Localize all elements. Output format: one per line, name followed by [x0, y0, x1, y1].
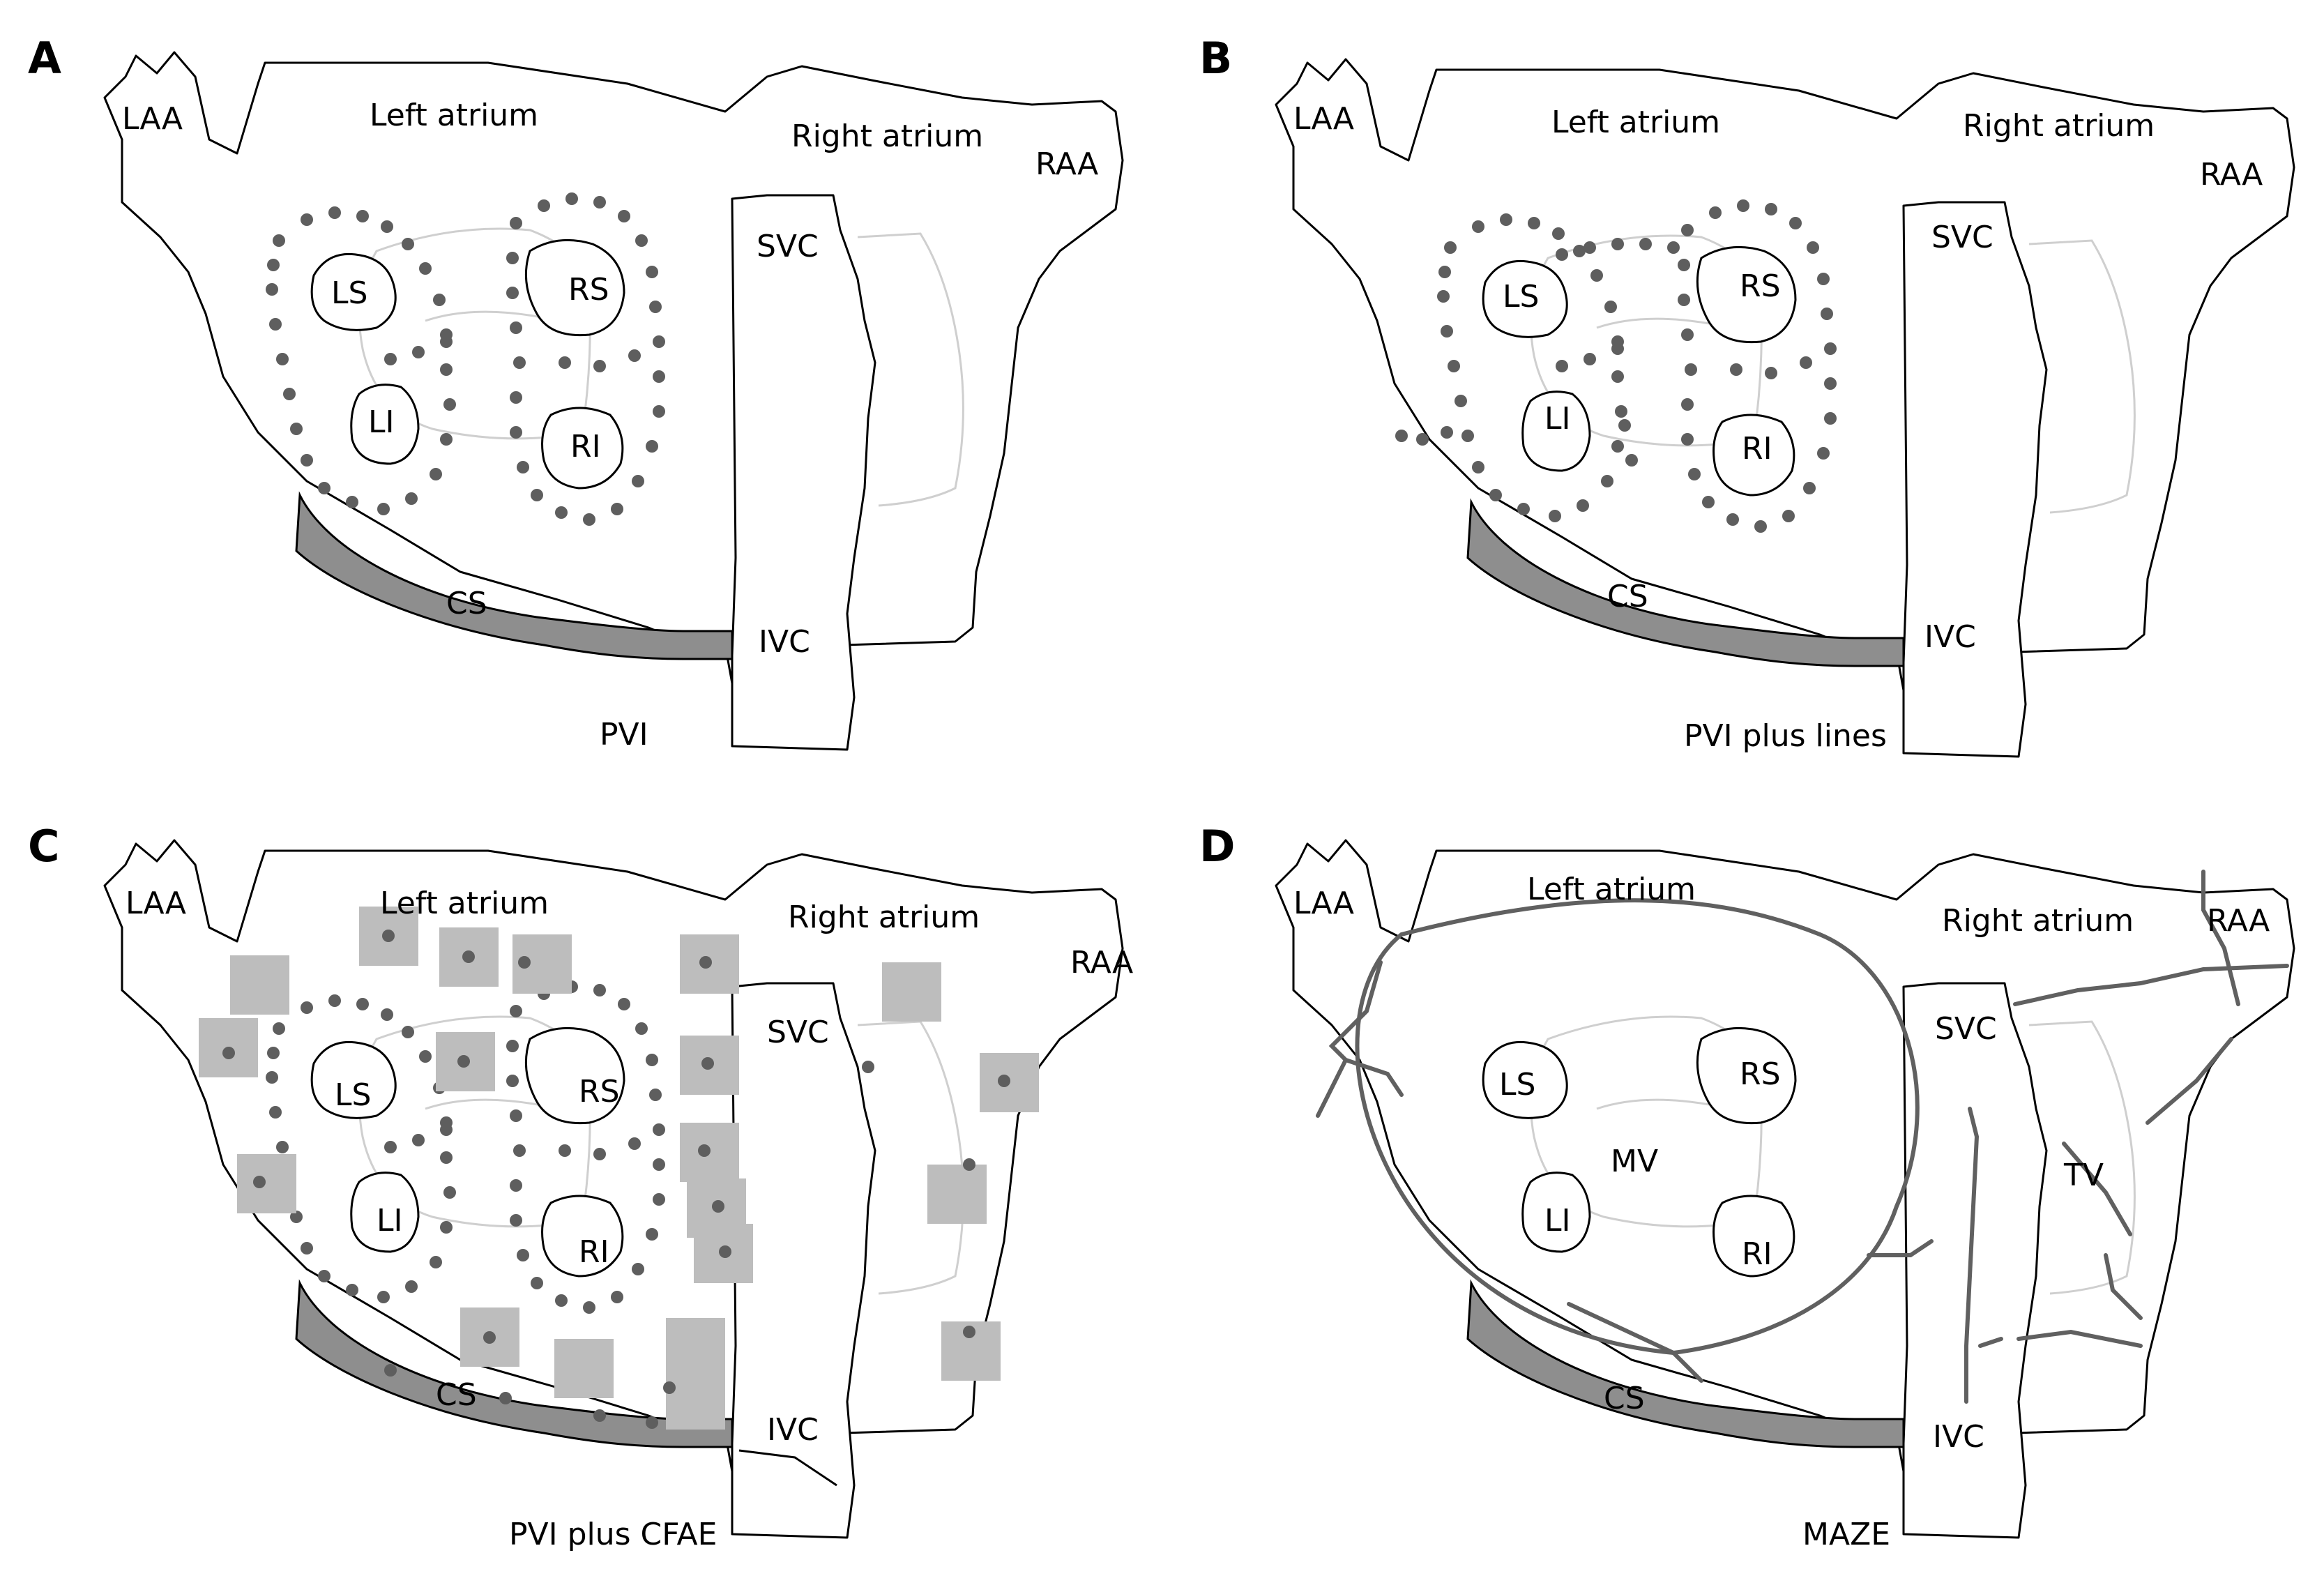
panel-caption: PVI plus CFAE: [509, 1517, 717, 1552]
cfae-lesions: [222, 930, 1010, 1429]
panel-letter: A: [28, 33, 61, 84]
label-svc: SVC: [767, 1015, 829, 1050]
label-left-atrium: Left atrium: [370, 98, 538, 133]
panel-caption: PVI: [600, 717, 648, 752]
label-laa: LAA: [1293, 886, 1354, 921]
label-laa: LAA: [122, 101, 183, 137]
label-ivc: IVC: [759, 624, 810, 660]
label-ivc: IVC: [1933, 1419, 1984, 1455]
label-raa: RAA: [1035, 146, 1098, 182]
heart-schematic: [1275, 839, 2295, 1539]
panel-b: B LAA Left atrium Right atrium RAA SVC I…: [1199, 33, 2295, 758]
label-raa: RAA: [1070, 945, 1133, 980]
panel-c: C LAA Left atrium Right atrium RAA SVC I…: [28, 821, 1133, 1552]
label-li: LI: [377, 1203, 403, 1238]
label-svc: SVC: [1931, 220, 1993, 255]
panel-caption: MAZE: [1802, 1517, 1890, 1552]
heart-schematic: [1275, 58, 2295, 758]
label-ivc: IVC: [767, 1412, 819, 1448]
label-right-atrium: Right atrium: [1963, 108, 2155, 144]
panel-a: A LAA Left atrium Right atrium RAA SVC I…: [28, 33, 1124, 752]
label-ls: LS: [1499, 1067, 1535, 1102]
label-cs: CS: [436, 1377, 477, 1413]
label-svc: SVC: [757, 229, 819, 264]
cfae-regions: [199, 907, 1039, 1430]
label-li: LI: [1544, 401, 1571, 437]
label-rs: RS: [1740, 1056, 1781, 1092]
linear-lesions: [1395, 238, 1680, 467]
label-ls: LS: [331, 275, 367, 311]
label-ri: RI: [570, 429, 601, 464]
label-rs: RS: [579, 1074, 620, 1109]
label-right-atrium: Right atrium: [791, 119, 983, 154]
label-left-atrium: Left atrium: [1527, 872, 1696, 907]
panel-d: D LAA Left atrium Right atrium RAA SVC I…: [1199, 821, 2295, 1552]
label-left-atrium: Left atrium: [1551, 105, 1720, 140]
label-ls: LS: [1503, 279, 1539, 314]
label-left-atrium: Left atrium: [380, 886, 549, 921]
label-raa: RAA: [2200, 157, 2263, 192]
label-ri: RI: [1742, 1236, 1772, 1272]
maze-lesion-lines: [1316, 870, 2289, 1404]
panel-caption: PVI plus lines: [1684, 718, 1887, 754]
label-right-atrium: Right atrium: [788, 900, 980, 935]
label-raa: RAA: [2207, 903, 2270, 939]
label-cs: CS: [1607, 579, 1648, 614]
panel-letter: D: [1199, 821, 1235, 872]
label-mv: MV: [1611, 1144, 1658, 1179]
label-cs: CS: [1604, 1381, 1645, 1416]
label-right-atrium: Right atrium: [1942, 903, 2134, 939]
label-laa: LAA: [1293, 101, 1354, 137]
panel-letter: B: [1199, 33, 1232, 84]
label-li: LI: [1544, 1203, 1571, 1238]
heart-schematic: [103, 51, 1124, 751]
label-ri: RI: [579, 1234, 609, 1270]
label-laa: LAA: [126, 886, 186, 921]
label-svc: SVC: [1935, 1011, 1997, 1047]
label-ls: LS: [335, 1077, 371, 1113]
label-cs: CS: [446, 586, 487, 621]
panel-letter: C: [28, 821, 60, 872]
label-rs: RS: [1740, 268, 1781, 304]
label-tv: TV: [2063, 1158, 2104, 1193]
label-ivc: IVC: [1924, 619, 1976, 655]
label-rs: RS: [568, 272, 609, 308]
label-li: LI: [368, 404, 395, 440]
label-ri: RI: [1742, 431, 1772, 467]
